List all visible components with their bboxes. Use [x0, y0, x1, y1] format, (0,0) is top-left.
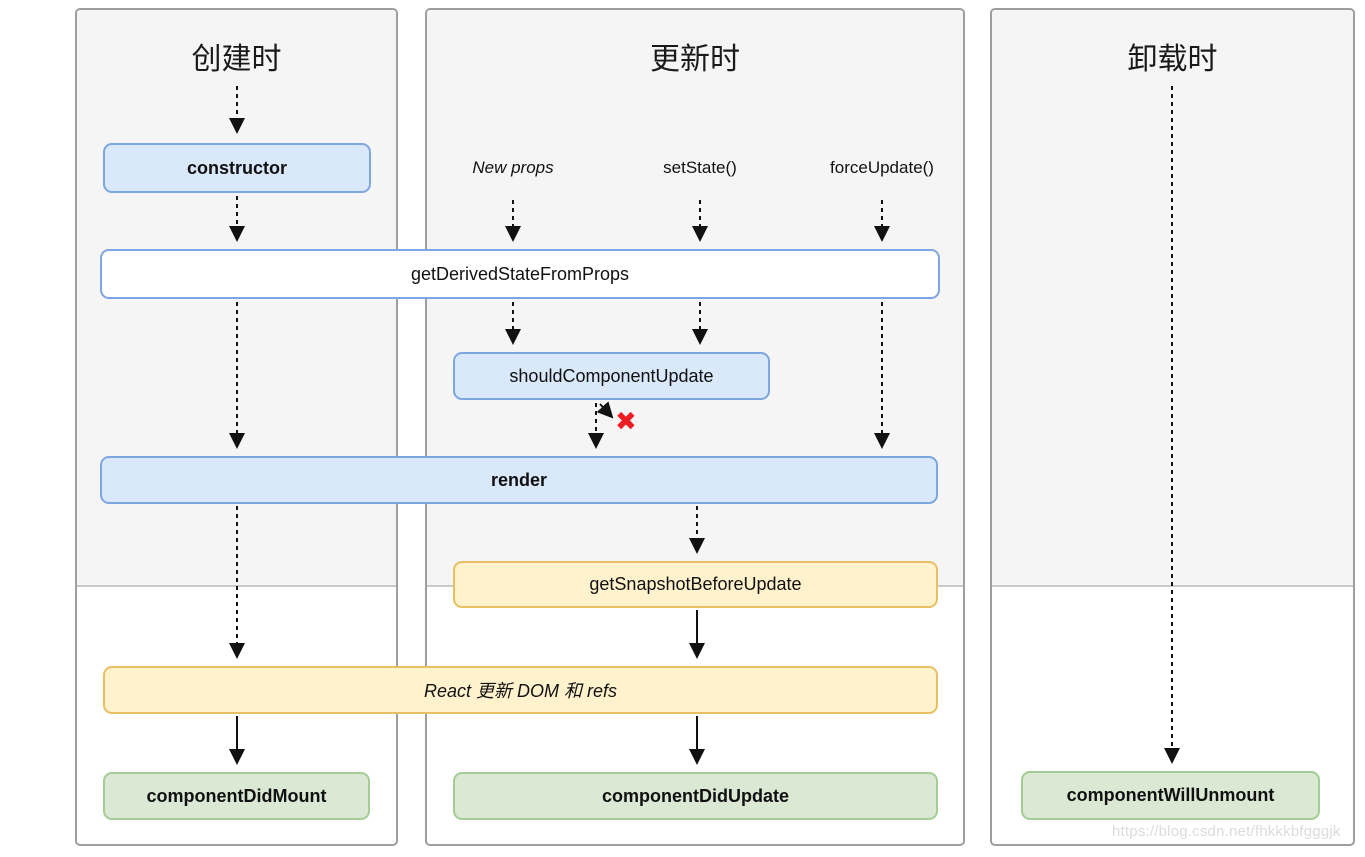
node-get-derived-state-from-props: getDerivedStateFromProps — [100, 249, 940, 299]
node-should-component-update: shouldComponentUpdate — [453, 352, 770, 400]
trigger-force-update: forceUpdate() — [830, 158, 934, 177]
stop-x-icon: ✖ — [615, 406, 637, 436]
node-component-did-mount: componentDidMount — [103, 772, 370, 820]
node-react-updates-dom: React 更新 DOM 和 refs — [103, 666, 938, 714]
column-title-updating: 更新时 — [650, 43, 740, 76]
column-unmounting: 卸载时 — [990, 8, 1355, 846]
unmounting-render-phase-zone — [992, 10, 1353, 587]
trigger-set-state: setState() — [663, 158, 737, 177]
column-title-unmounting: 卸载时 — [1127, 43, 1218, 76]
watermark: https://blog.csdn.net/fhkkkbfgggjk — [1112, 823, 1341, 840]
column-mounting: 创建时 — [75, 8, 398, 846]
node-get-snapshot-before-update: getSnapshotBeforeUpdate — [453, 561, 938, 608]
column-updating: 更新时 — [425, 8, 965, 846]
node-component-will-unmount: componentWillUnmount — [1021, 771, 1320, 820]
node-render: render — [100, 456, 938, 504]
trigger-new-props: New props — [472, 158, 554, 177]
node-component-did-update: componentDidUpdate — [453, 772, 938, 820]
node-constructor: constructor — [103, 143, 371, 193]
column-title-mounting: 创建时 — [191, 43, 282, 76]
